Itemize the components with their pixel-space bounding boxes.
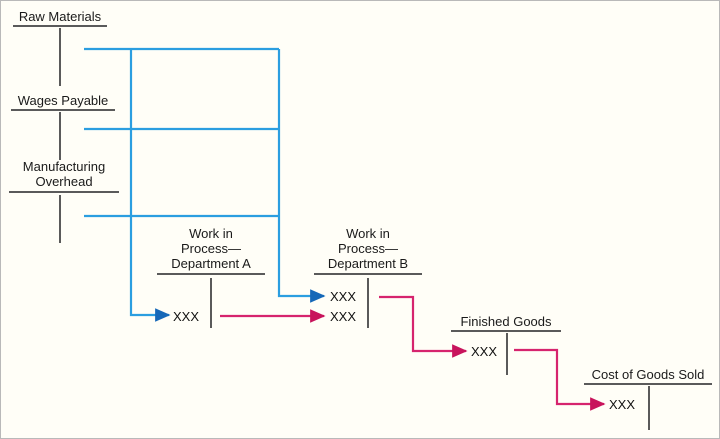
account-rule-wip-dept-a — [157, 273, 265, 275]
account-amount-wip-dept-b-debit-2: XXX — [330, 309, 357, 324]
account-amount-cost-of-goods-sold-debit-1: XXX — [609, 397, 636, 412]
account-title-wip-dept-a-line1: Work in — [189, 226, 233, 241]
t-account-raw-materials: Raw Materials — [13, 9, 107, 27]
account-stem-raw-materials — [59, 28, 61, 86]
flow-blue-to-wip-dept-a — [129, 49, 171, 322]
account-title-raw-materials: Raw Materials — [18, 9, 102, 24]
account-title-cost-of-goods-sold: Cost of Goods Sold — [591, 367, 705, 382]
account-title-wip-dept-b-line3: Department B — [327, 256, 409, 271]
account-title-wages-payable: Wages Payable — [17, 93, 109, 108]
account-stem-manufacturing-overhead — [59, 195, 61, 243]
account-title-wip-dept-b-line1: Work in — [346, 226, 390, 241]
account-stem-wip-dept-b — [367, 278, 369, 328]
t-account-manufacturing-overhead: Manufacturing Overhead — [9, 159, 119, 193]
account-amount-wip-dept-b-debit-1: XXX — [330, 289, 357, 304]
account-title-manufacturing-overhead-line2: Overhead — [35, 174, 93, 189]
account-title-manufacturing-overhead-line1: Manufacturing — [22, 159, 106, 174]
t-account-wages-payable: Wages Payable — [11, 93, 115, 111]
account-title-wip-dept-b-line2: Process— — [338, 241, 398, 256]
account-rule-wip-dept-b — [314, 273, 422, 275]
account-amount-finished-goods-debit-1: XXX — [471, 344, 498, 359]
account-rule-finished-goods — [451, 330, 561, 332]
account-title-wip-dept-a-line2: Process— — [181, 241, 241, 256]
account-stem-wip-dept-a — [210, 278, 212, 328]
flow-blue-to-wip-dept-b — [277, 49, 326, 303]
account-title-finished-goods: Finished Goods — [460, 314, 552, 329]
account-stem-wages-payable — [59, 112, 61, 160]
t-account-cost-of-goods-sold: Cost of Goods Sold — [584, 367, 712, 385]
account-title-wip-dept-a-line3: Department A — [171, 256, 251, 271]
flow-pink-finished-goods-to-cogs — [514, 348, 606, 411]
account-stem-finished-goods — [506, 333, 508, 375]
account-rule-manufacturing-overhead — [9, 191, 119, 193]
account-rule-wages-payable — [11, 109, 115, 111]
account-amount-wip-dept-a-debit-1: XXX — [173, 309, 200, 324]
t-account-finished-goods: Finished Goods — [451, 314, 561, 332]
account-rule-cost-of-goods-sold — [584, 383, 712, 385]
flow-pink-wip-b-to-finished-goods — [379, 295, 468, 358]
account-stem-cost-of-goods-sold — [648, 386, 650, 430]
t-account-wip-dept-a: Work in Process— Department A — [157, 226, 265, 275]
t-account-wip-dept-b: Work in Process— Department B — [314, 226, 422, 275]
account-rule-raw-materials — [13, 25, 107, 27]
